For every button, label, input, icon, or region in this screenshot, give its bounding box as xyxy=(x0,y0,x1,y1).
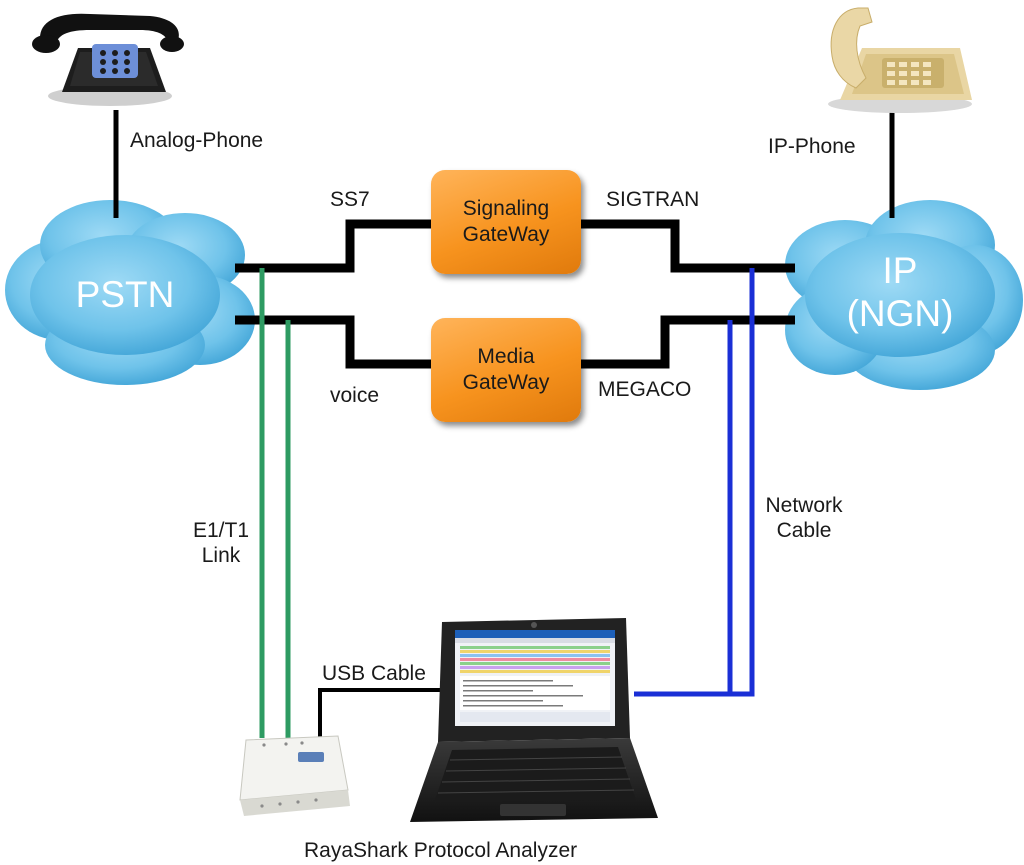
signaling-gateway-line1: Signaling xyxy=(462,196,550,220)
megaco-link xyxy=(580,315,795,369)
voice-label: voice xyxy=(330,384,380,407)
e1t1-line2: Link xyxy=(201,544,241,568)
ip-cloud-line2: (NGN) xyxy=(846,292,954,334)
usb-cable-label: USB Cable xyxy=(322,662,426,685)
analog-phone-icon xyxy=(32,13,184,106)
sigtran-link xyxy=(580,219,795,273)
e1t1-link-label: E1/T1 Link xyxy=(190,518,252,568)
ss7-label: SS7 xyxy=(330,188,370,211)
ip-phone-label: IP-Phone xyxy=(768,135,856,158)
ss7-link xyxy=(235,219,432,273)
analyzer-caption: RayaShark Protocol Analyzer xyxy=(304,839,578,862)
laptop-icon xyxy=(410,618,658,822)
protocol-analyzer-box-icon xyxy=(239,735,350,816)
network-cable-label: Network Cable xyxy=(758,493,850,543)
ip-phone-icon xyxy=(828,7,972,113)
analog-phone-label: Analog-Phone xyxy=(130,129,264,152)
network-cable-line1: Network xyxy=(765,494,843,517)
network-cable-line2: Cable xyxy=(776,519,832,543)
usb-cable xyxy=(318,688,445,740)
pstn-label: PSTN xyxy=(75,274,175,315)
pstn-cloud xyxy=(5,200,255,385)
megaco-label: MEGACO xyxy=(598,378,692,401)
ip-cloud-line1: IP xyxy=(882,250,918,291)
network-cable-1 xyxy=(634,268,755,697)
ip-cloud-label: IP (NGN) xyxy=(820,250,980,335)
voice-link xyxy=(235,315,432,369)
signaling-gateway: Signaling GateWay xyxy=(431,170,581,274)
signaling-gateway-line2: GateWay xyxy=(462,223,550,246)
sigtran-label: SIGTRAN xyxy=(606,188,700,211)
ip-cloud xyxy=(785,200,1023,390)
media-gateway-line1: Media xyxy=(477,344,535,368)
media-gateway: Media GateWay xyxy=(431,318,581,422)
media-gateway-line2: GateWay xyxy=(462,371,550,394)
e1t1-line1: E1/T1 xyxy=(192,519,250,542)
